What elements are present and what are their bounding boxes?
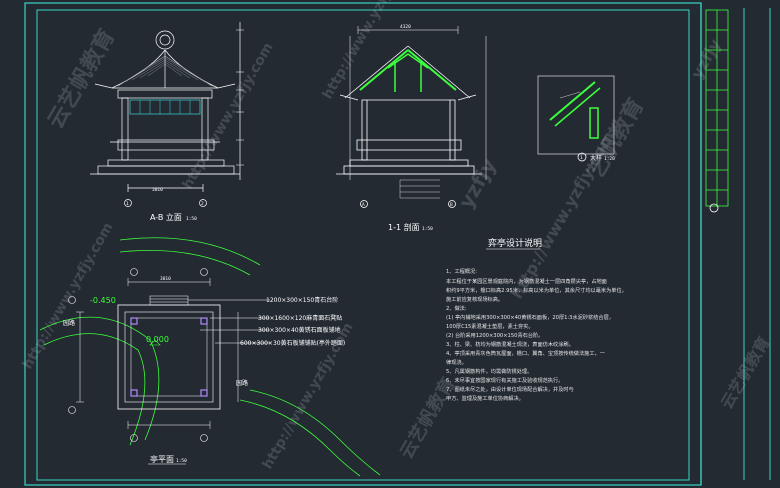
title-block-strip	[705, 9, 729, 213]
note-line: 律现浇。	[446, 358, 467, 366]
plan-width-dim: 3010	[160, 276, 171, 282]
plan-drawing	[39, 237, 381, 477]
elevation-drawing	[90, 22, 244, 207]
note-line: 100厚C15素混凝土垫层，素土夯实。	[446, 322, 534, 330]
detail-mark: 1	[580, 155, 583, 161]
level-minus: -0.450	[90, 296, 116, 305]
watermark-text: 云艺帆教育	[395, 374, 459, 463]
watermark-text: 云艺帆教育	[717, 333, 773, 412]
note-line: (2) 台阶采用1200×300×150青石台阶。	[446, 331, 543, 339]
plan-label-outer-paving: 600×300×30黄石板铺铺贴(亭外踏面)	[240, 339, 345, 347]
axis-label-a: A	[362, 202, 365, 208]
watermark-layer: 云艺帆教育 http://www.yzfjy.com http://www.yz…	[20, 0, 774, 472]
notes-body: 1、工程概况: 本工程位于某园区景观庭院内，为钢筋混凝土一层四角攒尖亭，占地面 …	[446, 267, 627, 402]
plan-label-steps: 1200×300×150青石台阶	[266, 296, 338, 304]
note-line: 1、工程概况:	[446, 267, 477, 275]
note-line: (1) 亭内铺地采用300×300×40黄锈石面板，20厚1:3水泥砂浆结合层，	[446, 313, 614, 321]
axis-label-1: 1	[126, 201, 129, 207]
detail-scale: 1:20	[604, 156, 615, 162]
note-line: 6、未尽事宜按国家现行有关施工及验收规范执行。	[446, 376, 563, 384]
plan-scale: 1:50	[176, 458, 187, 464]
plan-title: 亭平面	[150, 454, 174, 464]
note-line: 甲方、监理及施工单位协商解决。	[446, 394, 524, 402]
section-scale: 1:50	[422, 226, 433, 232]
watermark-text: 云艺帆教育	[43, 25, 121, 133]
note-line: 4、亭顶采用青灰色筒瓦屋面，檐口、翼角、宝顶按传统做法施工，一	[446, 349, 605, 357]
sheet-frame	[24, 2, 771, 486]
watermark-text: yzfjy	[454, 154, 501, 212]
note-line: 本工程位于某园区景观庭院内，为钢筋混凝土一层四角攒尖亭，占地面	[446, 277, 607, 285]
notes-title: 弈亭设计说明	[488, 237, 542, 249]
detail-title: 大样	[590, 154, 602, 162]
plan-label-garden-road-2: 园路	[236, 379, 248, 387]
note-line: 施工前应复核现场标高。	[446, 295, 503, 303]
note-line: 5、凡属钢筋构件，均需做防锈处理。	[446, 367, 532, 375]
elevation-title: A-B 立面	[150, 212, 182, 222]
note-line: 7、图纸未尽之处，由设计单位现场配合解决，并及时与	[446, 385, 574, 393]
axis-label-2: 2	[201, 201, 204, 207]
watermark-text: yzfjy	[687, 35, 725, 82]
section-width-dim: 4320	[400, 24, 411, 30]
plan-label-garden-road-1: 园路	[63, 319, 75, 327]
plan-label-paving: 300×300×40黄锈石面板铺地	[258, 326, 341, 334]
axis-label-b: B	[450, 202, 453, 208]
detail-drawing	[537, 75, 615, 162]
note-line: 2、做法:	[446, 304, 467, 312]
elevation-scale: 1:50	[186, 216, 197, 222]
plan-label-bench: 300×1600×120麻青面石凳贴	[258, 314, 342, 322]
note-line: 积约9平方米，檐口标高2.95米，标高以米为单位，其余尺寸均以毫米为单位，	[446, 286, 627, 294]
section-title: 1-1 剖面	[388, 222, 420, 232]
elevation-width-dim: 3010	[152, 187, 163, 193]
watermark-text: http://www.yzfjy.com	[180, 40, 277, 192]
level-zero: 0.000	[146, 335, 169, 344]
section-drawing	[336, 26, 487, 208]
note-line: 3、柱、梁、枋均为钢筋混凝土现浇，表面仿木纹涂刷。	[446, 340, 574, 348]
